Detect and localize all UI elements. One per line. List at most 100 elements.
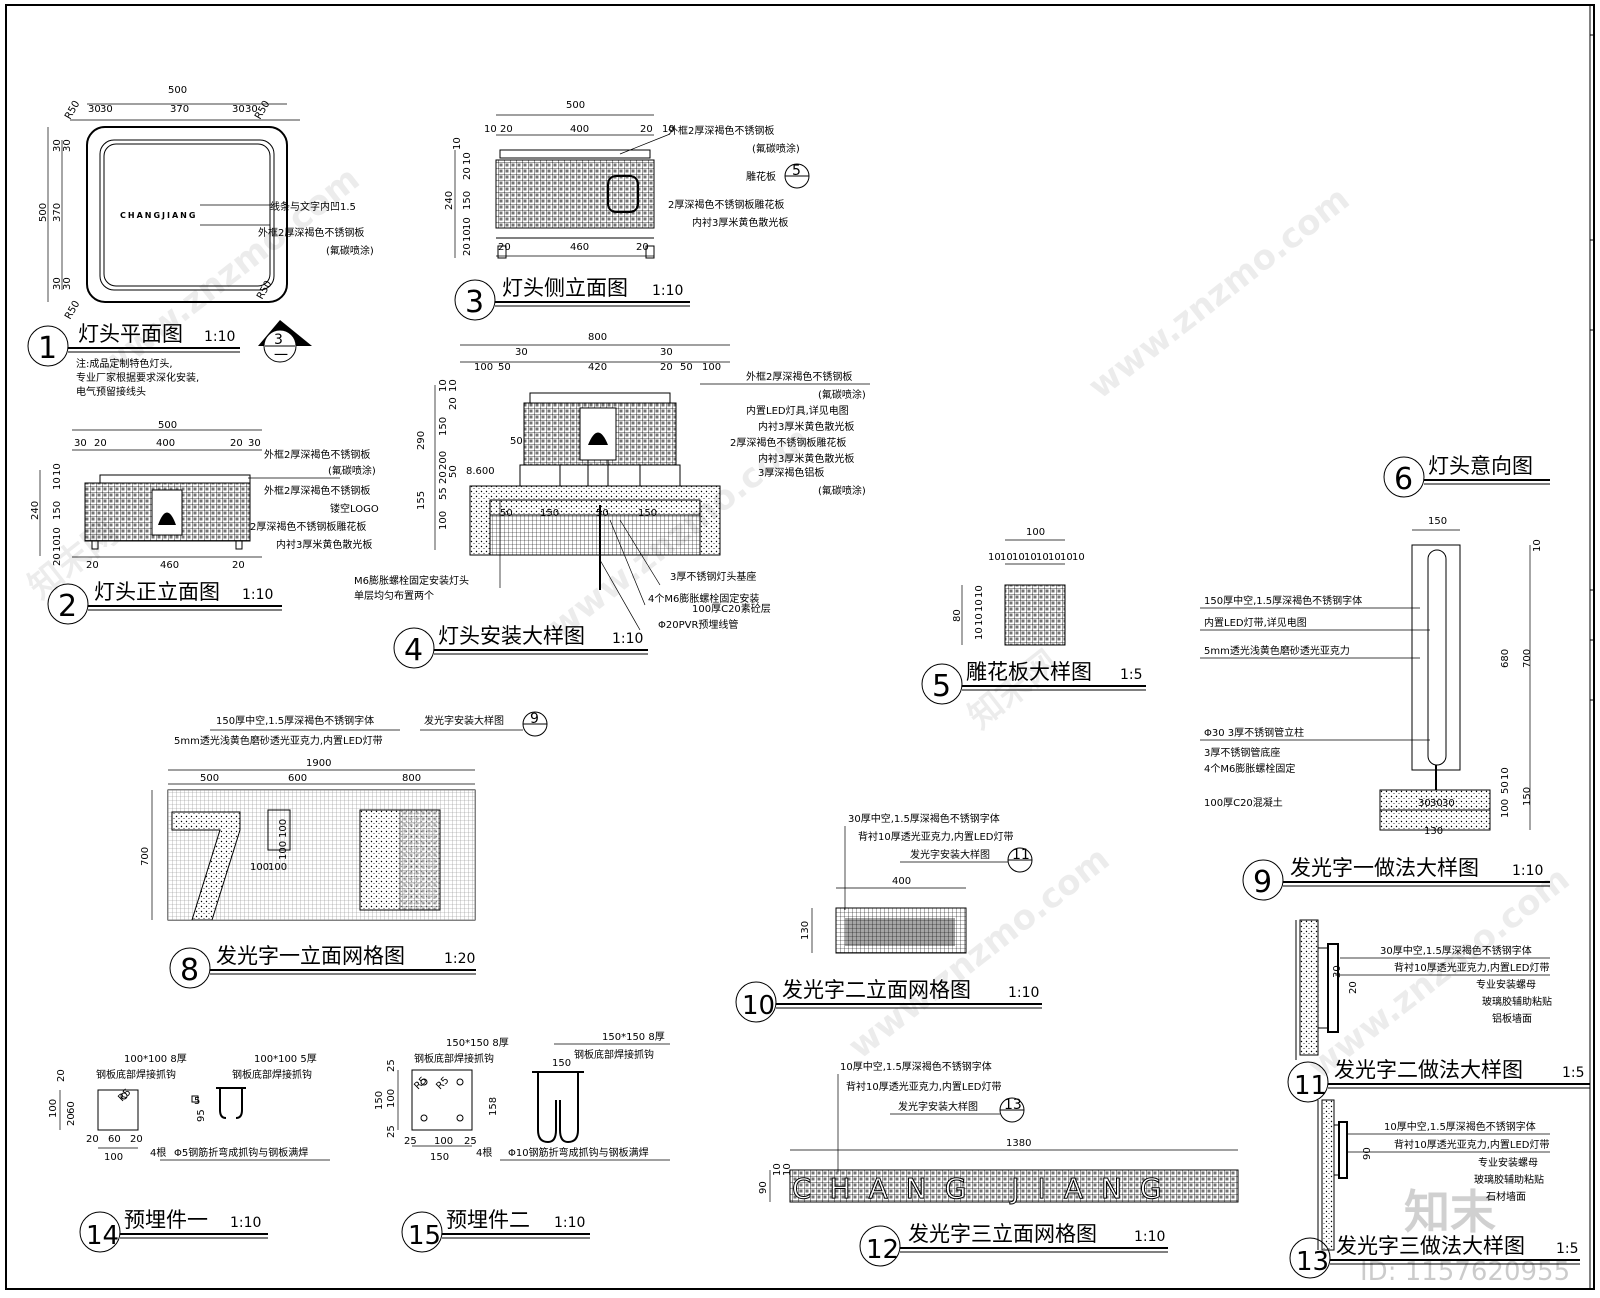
d15-dim-8: R5 — [434, 1075, 451, 1092]
d9-note-4: 3厚不锈钢管底座 — [1204, 746, 1280, 759]
d4-dim-15: 20 — [438, 471, 449, 484]
d1-dim-8: R50 — [63, 299, 82, 322]
d4-dim-0: 800 — [588, 332, 607, 343]
d10-scale: 1:10 — [1008, 985, 1039, 1001]
d4-bnote-2: 3厚不锈钢灯头基座 — [670, 570, 756, 583]
d3-note-4: 内衬3厚米黄色散光板 — [692, 216, 788, 229]
drawing-14-embedded-part-1: 20 60 20 20 60 20 100 R5 100 95 5 100*10… — [48, 1053, 330, 1253]
d14-note-0: 100*100 8厚 — [124, 1053, 187, 1065]
d14-scale: 1:10 — [230, 1215, 261, 1231]
d4-note-7: (氟碳喷涂) — [818, 484, 866, 497]
d2-note-0: 外框2厚深褐色不锈钢板 — [264, 448, 370, 461]
d9-dim-4: 50 — [1500, 781, 1511, 794]
d8-dim-1: 500 — [200, 773, 219, 784]
d1-dim-4: 30 — [232, 104, 245, 115]
d13-title: 发光字三做法大样图 — [1336, 1234, 1525, 1258]
d3-dim-0: 500 — [566, 100, 585, 111]
d5-number: 5 — [932, 669, 951, 704]
d5-dim-11: 10 — [974, 599, 985, 612]
d9-note-1: 内置LED灯带,详见电图 — [1204, 616, 1307, 629]
d5-title: 雕花板大样图 — [966, 660, 1092, 684]
d1-dim-14: 30 — [52, 277, 63, 290]
d9-dim-1: 10 — [1532, 539, 1543, 552]
d2-note-5: 内衬3厚米黄色散光板 — [276, 538, 372, 551]
d9-note-0: 150厚中空,1.5厚深褐色不锈钢字体 — [1204, 594, 1362, 607]
d8-number: 8 — [180, 953, 199, 988]
d10-dim-0: 400 — [892, 876, 911, 887]
d4-dim-20: 50 — [510, 436, 523, 447]
d3-dim-14: 20 — [498, 242, 511, 253]
d9-dim-2: 680 — [1500, 649, 1511, 668]
d4-dim-1: 30 — [515, 347, 528, 358]
d10-number: 10 — [742, 991, 775, 1021]
d2-dim-0: 500 — [158, 420, 177, 431]
d15-note-2: 150*150 8厚 — [602, 1031, 665, 1043]
d1-remark-1: 专业厂家根据要求深化安装, — [76, 371, 199, 384]
d4-dim-14: 200 — [438, 451, 449, 470]
d15-dim-5: 25 — [464, 1136, 477, 1147]
d12-number: 12 — [866, 1235, 899, 1265]
d4-dim-13: 150 — [438, 417, 449, 436]
d15-title: 预埋件二 — [446, 1208, 530, 1232]
d10-title: 发光字二立面网格图 — [782, 978, 971, 1002]
d8-dim-2: 600 — [288, 773, 307, 784]
d5-dim-12: 10 — [974, 613, 985, 626]
d12-dim-0: 1380 — [1006, 1138, 1031, 1149]
sheet-border — [5, 4, 1595, 1290]
d14-dim-9: 95 — [196, 1109, 207, 1122]
d11-note-0: 30厚中空,1.5厚深褐色不锈钢字体 — [1380, 944, 1532, 957]
d5-dim-6: 10 — [1048, 552, 1061, 563]
d3-dim-11: 10 — [462, 217, 473, 230]
d3-dim-2: 20 — [500, 124, 513, 135]
d5-dim-8: 10 — [1072, 552, 1085, 563]
d3-title: 灯头侧立面图 — [502, 276, 628, 300]
d4-dim-18: 55 — [438, 487, 449, 500]
d4-note-5: 内衬3厚米黄色散光板 — [758, 452, 854, 465]
d14-dim-8: 100 — [104, 1152, 123, 1163]
d3-dim-7: 10 — [462, 152, 473, 165]
d5-dim-7: 10 — [1060, 552, 1073, 563]
d5-dim-1: 10 — [988, 552, 1001, 563]
d12-note-2: 发光字安装大样图 — [898, 1100, 978, 1113]
d2-dim-10: 10 — [52, 527, 63, 540]
d3-dim-15: 460 — [570, 242, 589, 253]
d2-dim-5: 30 — [248, 438, 261, 449]
d15-dim-3: 25 — [404, 1136, 417, 1147]
d2-note-2: 外框2厚深褐色不锈钢板 — [264, 484, 370, 497]
d12-dim-2: 10 — [772, 1163, 783, 1176]
d1-dim-0: 500 — [168, 85, 187, 96]
d11-note-4: 铝板墙面 — [1492, 1012, 1532, 1025]
d1-dim-15: 30 — [62, 277, 73, 290]
d15-dim-1: 100 — [386, 1089, 397, 1108]
d5-dim-0: 100 — [1026, 527, 1045, 538]
d4-dim-19: 100 — [438, 511, 449, 530]
d9-note-2: 5mm透光浅黄色磨砂透光亚克力 — [1204, 644, 1350, 657]
d5-dim-5: 10 — [1036, 552, 1049, 563]
d9-note-3: Φ30 3厚不锈钢管立柱 — [1204, 726, 1304, 739]
watermark-site-1: www.znzmo.com — [91, 159, 367, 387]
d4-dim-11: 10 — [448, 379, 459, 392]
drawing-2-front-elevation: 500 30 20 400 20 30 240 10 10 150 10 10 … — [30, 420, 379, 625]
d14-dim-6: 100 — [48, 1099, 59, 1118]
d1-dim-5: 30 — [245, 104, 258, 115]
d8-dim-5: 100 — [278, 841, 289, 860]
d1-section-ref: 3 一 — [258, 320, 312, 364]
d15-note-1: 钢板底部焊接抓钩 — [414, 1052, 494, 1065]
d15-dim-0: 25 — [386, 1059, 397, 1072]
brand-logo: 知末 — [1404, 1185, 1496, 1239]
d4-note-3: 内衬3厚米黄色散光板 — [758, 420, 854, 433]
d4-dim-7: 50 — [680, 362, 693, 373]
drawing-5-carved-panel: 100 10 10 10 10 10 10 10 10 80 10 10 10 … — [921, 527, 1146, 705]
d3-dim-10: 150 — [462, 191, 473, 210]
drawing-10-letter-grid: 400 130 30厚中空,1.5厚深褐色不锈钢字体 背衬10厚透光亚克力,内置… — [735, 812, 1042, 1023]
d4-dim-22: 150 — [540, 508, 559, 519]
d14-dim-4: 60 — [108, 1134, 121, 1145]
d15-note-0: 150*150 8厚 — [446, 1037, 509, 1049]
d1-dim-12: 30 — [52, 139, 63, 152]
d1-dim-10: 500 — [38, 203, 49, 222]
d4-note-4: 2厚深褐色不锈钢板雕花板 — [730, 436, 846, 449]
d13-note-1: 背衬10厚透光亚克力,内置LED灯带 — [1394, 1138, 1550, 1151]
d4-bnote-5: Φ20PVR预埋线管 — [658, 618, 738, 631]
d3-dim-13: 20 — [462, 243, 473, 256]
d2-dim-8: 10 — [52, 477, 63, 490]
